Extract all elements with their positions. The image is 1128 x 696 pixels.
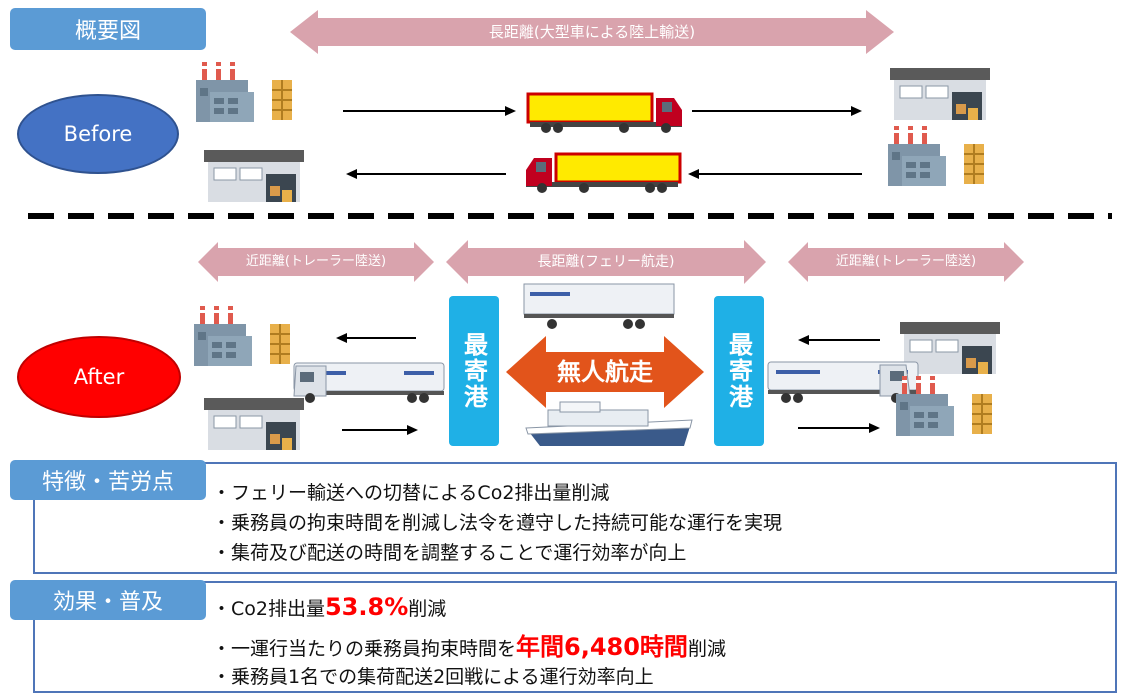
before-label: Before: [17, 94, 179, 174]
effects-title-text: 効果・普及: [52, 590, 163, 615]
port-left: 最寄港: [449, 296, 499, 446]
effects-title: 効果・普及: [10, 580, 206, 620]
effects-item-2: ・一運行当たりの乗務員拘束時間を年間6,480時間削減: [212, 627, 726, 662]
effects-item-2-prefix: ・一運行当たりの乗務員拘束時間を: [212, 638, 517, 660]
before-long-distance-arrow: [290, 10, 894, 54]
after-label-text: After: [73, 365, 125, 389]
before-long-distance-label: 長距離(大型車による陸上輸送): [488, 23, 696, 41]
hours-reduction-value: 年間6,480時間: [516, 633, 688, 661]
after-short-left-label: 近距離(トレーラー陸送): [245, 254, 387, 269]
after-short-right-arrow: [788, 242, 1024, 282]
features-item-2: ・乗務員の拘束時間を削減し法令を遵守した持続可能な運行を実現: [212, 512, 783, 534]
after-short-right-label: 近距離(トレーラー陸送): [835, 254, 977, 269]
features-title-text: 特徴・苦労点: [41, 470, 174, 495]
after-long-label: 長距離(フェリー航走): [537, 254, 675, 270]
effects-item-1-prefix: ・Co2排出量: [212, 598, 325, 620]
features-item-3: ・集荷及び配送の時間を調整することで運行効率が向上: [212, 542, 687, 564]
effects-item-3: ・乗務員1名での集荷配送2回戦による運行効率向上: [212, 666, 654, 688]
features-box: [33, 462, 1117, 574]
effects-item-1: ・Co2排出量53.8%削減: [212, 593, 446, 621]
effects-item-1-suffix: 削減: [408, 598, 447, 620]
after-label: After: [17, 336, 181, 418]
effects-box: [33, 581, 1117, 693]
before-label-text: Before: [63, 122, 133, 146]
after-long-arrow: [446, 240, 766, 284]
ferry-icon: [525, 401, 693, 446]
unmanned-arrow: [506, 336, 704, 408]
features-title: 特徴・苦労点: [10, 460, 206, 500]
features-item-1: ・フェリー輸送への切替によるCo2排出量削減: [212, 482, 610, 504]
overview-title-text: 概要図: [74, 19, 141, 44]
port-right: 最寄港: [714, 296, 764, 446]
after-short-left-arrow: [198, 242, 434, 282]
unmanned-label: 無人航走: [557, 358, 653, 386]
effects-item-2-suffix: 削減: [687, 638, 726, 660]
overview-title: 概要図: [10, 8, 206, 50]
co2-reduction-value: 53.8%: [324, 593, 409, 621]
